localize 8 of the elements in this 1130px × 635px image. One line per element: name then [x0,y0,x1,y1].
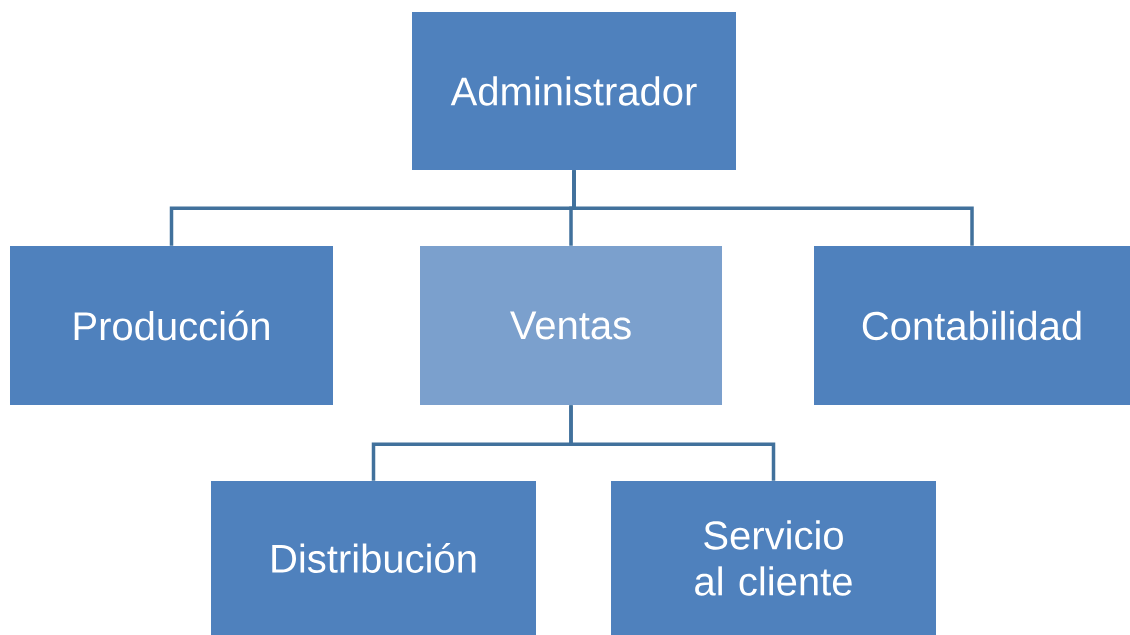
connector-line [569,405,776,481]
org-box: Ventas [420,246,722,405]
org-box: Servicio al cliente [611,481,936,635]
org-box: Distribución [211,481,536,635]
org-box: Contabilidad [814,246,1130,405]
connector-line [572,170,974,246]
org-box: Administrador [412,12,736,170]
org-box: Producción [10,246,333,405]
